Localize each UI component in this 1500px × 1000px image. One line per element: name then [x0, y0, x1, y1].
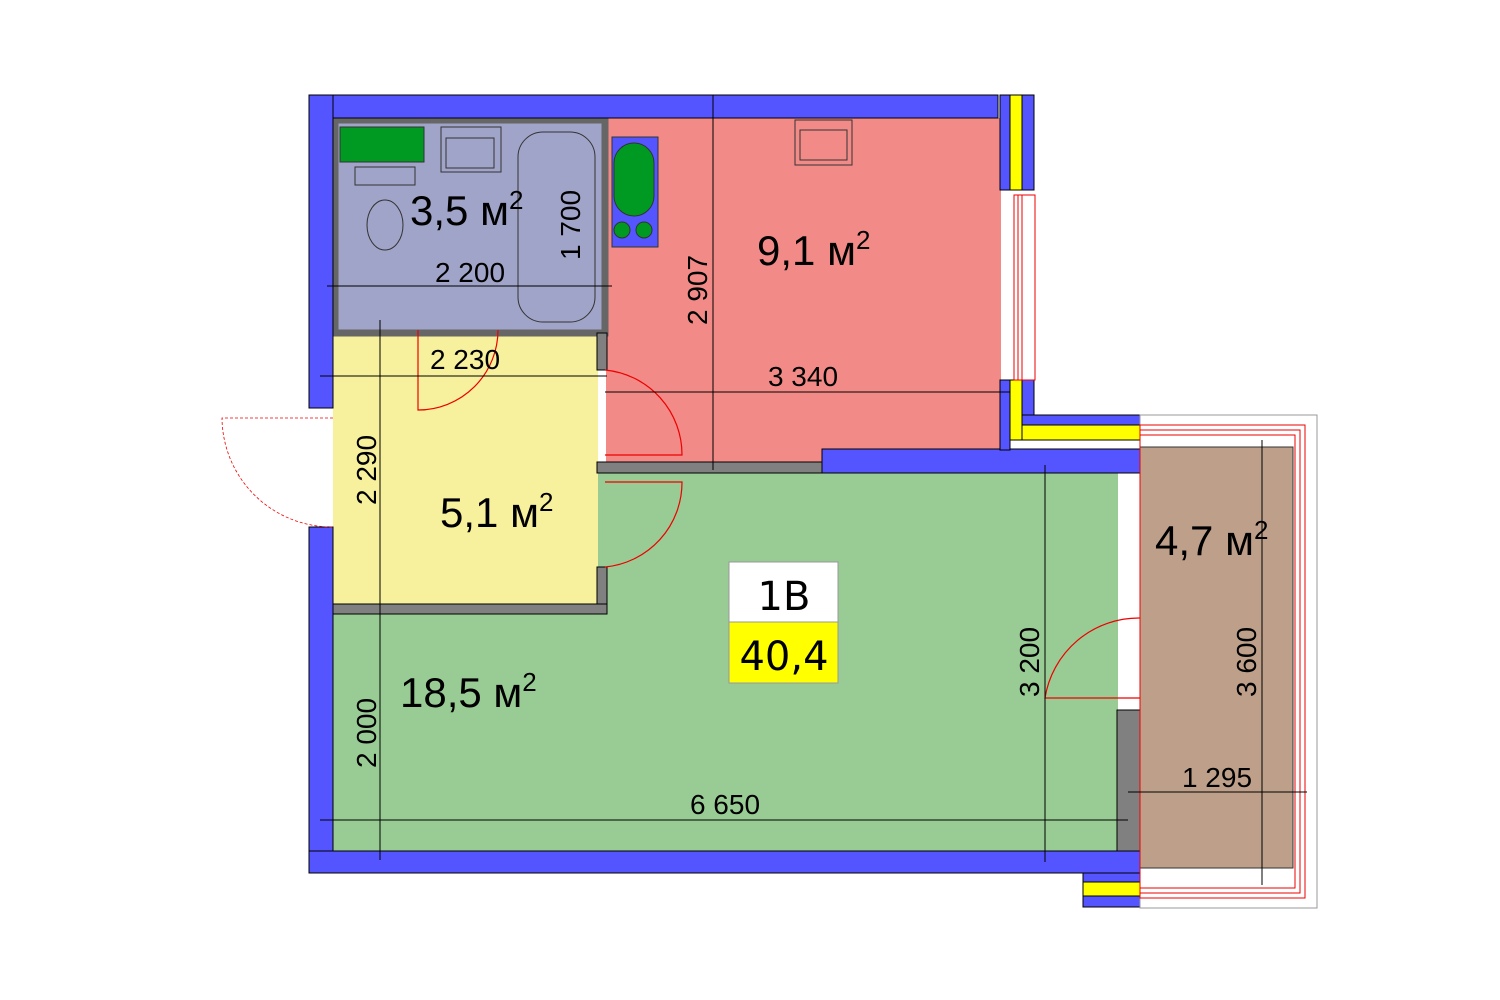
hallway-area: 5,1 м2: [440, 487, 553, 536]
window-kitchen: [1013, 194, 1036, 381]
balcony-area: 4,7 м2: [1155, 515, 1268, 564]
dimension-lines: [320, 95, 1307, 885]
living-room-area: 18,5 м2: [400, 667, 537, 716]
apartment-total-area: 40,4: [739, 634, 828, 680]
walls: [308, 94, 1141, 908]
dim-balcony-width: 1 295: [1182, 762, 1252, 793]
kitchen-area: 9,1 м2: [757, 225, 870, 274]
doors[interactable]: [221, 329, 1141, 699]
apartment-type: 1В: [758, 574, 811, 620]
dim-bath-width: 2 200: [435, 257, 505, 288]
dim-bath-height: 1 700: [555, 190, 586, 260]
toilet-icon: [366, 199, 404, 251]
balcony-glazing: [1139, 414, 1318, 909]
dim-kitchen-height: 2 907: [682, 255, 713, 325]
kitchen-sink-icon: [794, 119, 853, 166]
stove-burner-icon: [613, 221, 631, 239]
kitchen-floor[interactable]: [606, 118, 1001, 463]
hallway-floor[interactable]: [333, 333, 598, 605]
bathroom-fixtures: [339, 119, 853, 323]
bathroom-area: 3,5 м2: [410, 185, 523, 234]
dim-balcony-height: 3 600: [1231, 627, 1262, 697]
dim-kitchen-width: 3 340: [768, 361, 838, 392]
apartment-label: 1В 40,4: [728, 561, 839, 684]
dim-living-left: 2 000: [351, 698, 382, 768]
dim-hall-height: 2 290: [351, 435, 382, 505]
dim-living-height: 3 200: [1014, 627, 1045, 697]
balcony-floor[interactable]: [1139, 446, 1294, 869]
dim-hall-width: 2 230: [430, 344, 500, 375]
stove-burner-icon: [635, 221, 653, 239]
dim-living-width: 6 650: [690, 789, 760, 820]
